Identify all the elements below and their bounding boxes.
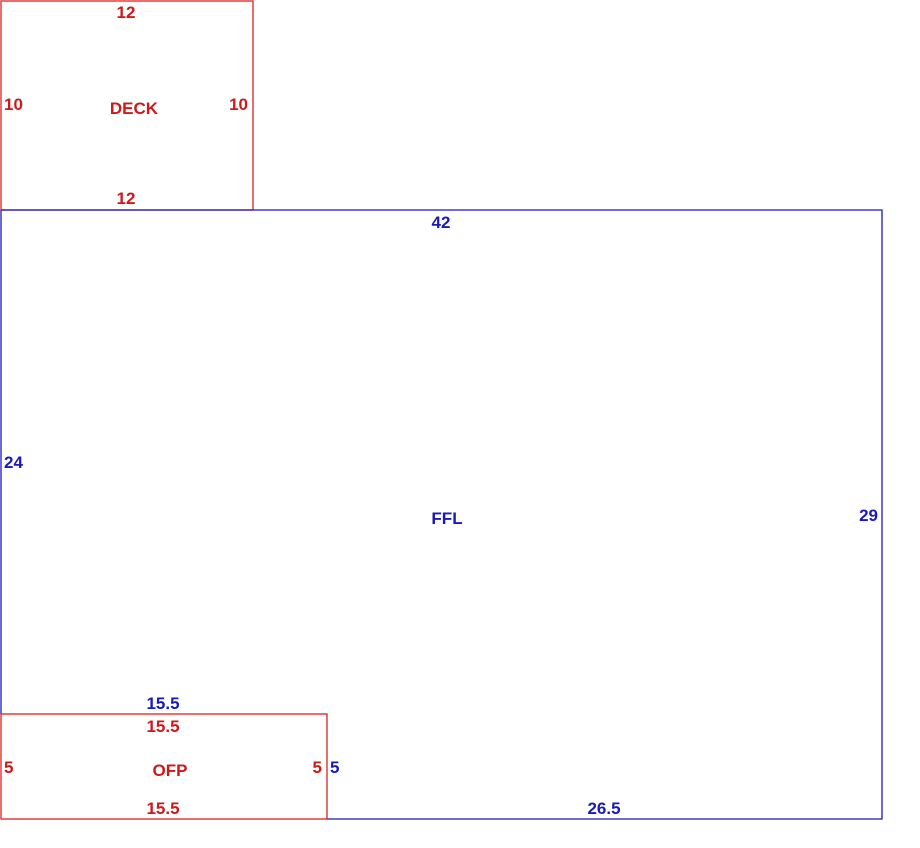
ffl-right-dimension: 29 bbox=[859, 506, 878, 525]
ffl-left-dimension: 24 bbox=[4, 453, 23, 472]
ofp-left-dimension: 5 bbox=[4, 758, 13, 777]
ofp-top-dimension: 15.5 bbox=[146, 717, 179, 736]
ofp-right-dimension: 5 bbox=[313, 758, 322, 777]
ffl-outline bbox=[1, 209, 883, 820]
ffl-bottom-right-dimension: 26.5 bbox=[587, 799, 620, 818]
deck-top-dimension: 12 bbox=[117, 3, 136, 22]
ofp-name-label: OFP bbox=[153, 761, 188, 780]
ffl-bottom-left-dimension: 15.5 bbox=[146, 694, 179, 713]
ofp-bottom-dimension: 15.5 bbox=[146, 799, 179, 818]
ffl-name-label: FFL bbox=[431, 509, 462, 528]
deck-right-dimension: 10 bbox=[229, 95, 248, 114]
deck-bottom-dimension: 12 bbox=[117, 189, 136, 208]
ffl-top-dimension: 42 bbox=[432, 213, 451, 232]
ofp-outline bbox=[0, 713, 328, 820]
deck-name-label: DECK bbox=[110, 99, 159, 118]
deck-left-dimension: 10 bbox=[4, 95, 23, 114]
ffl-notch-side-dimension: 5 bbox=[330, 758, 339, 777]
